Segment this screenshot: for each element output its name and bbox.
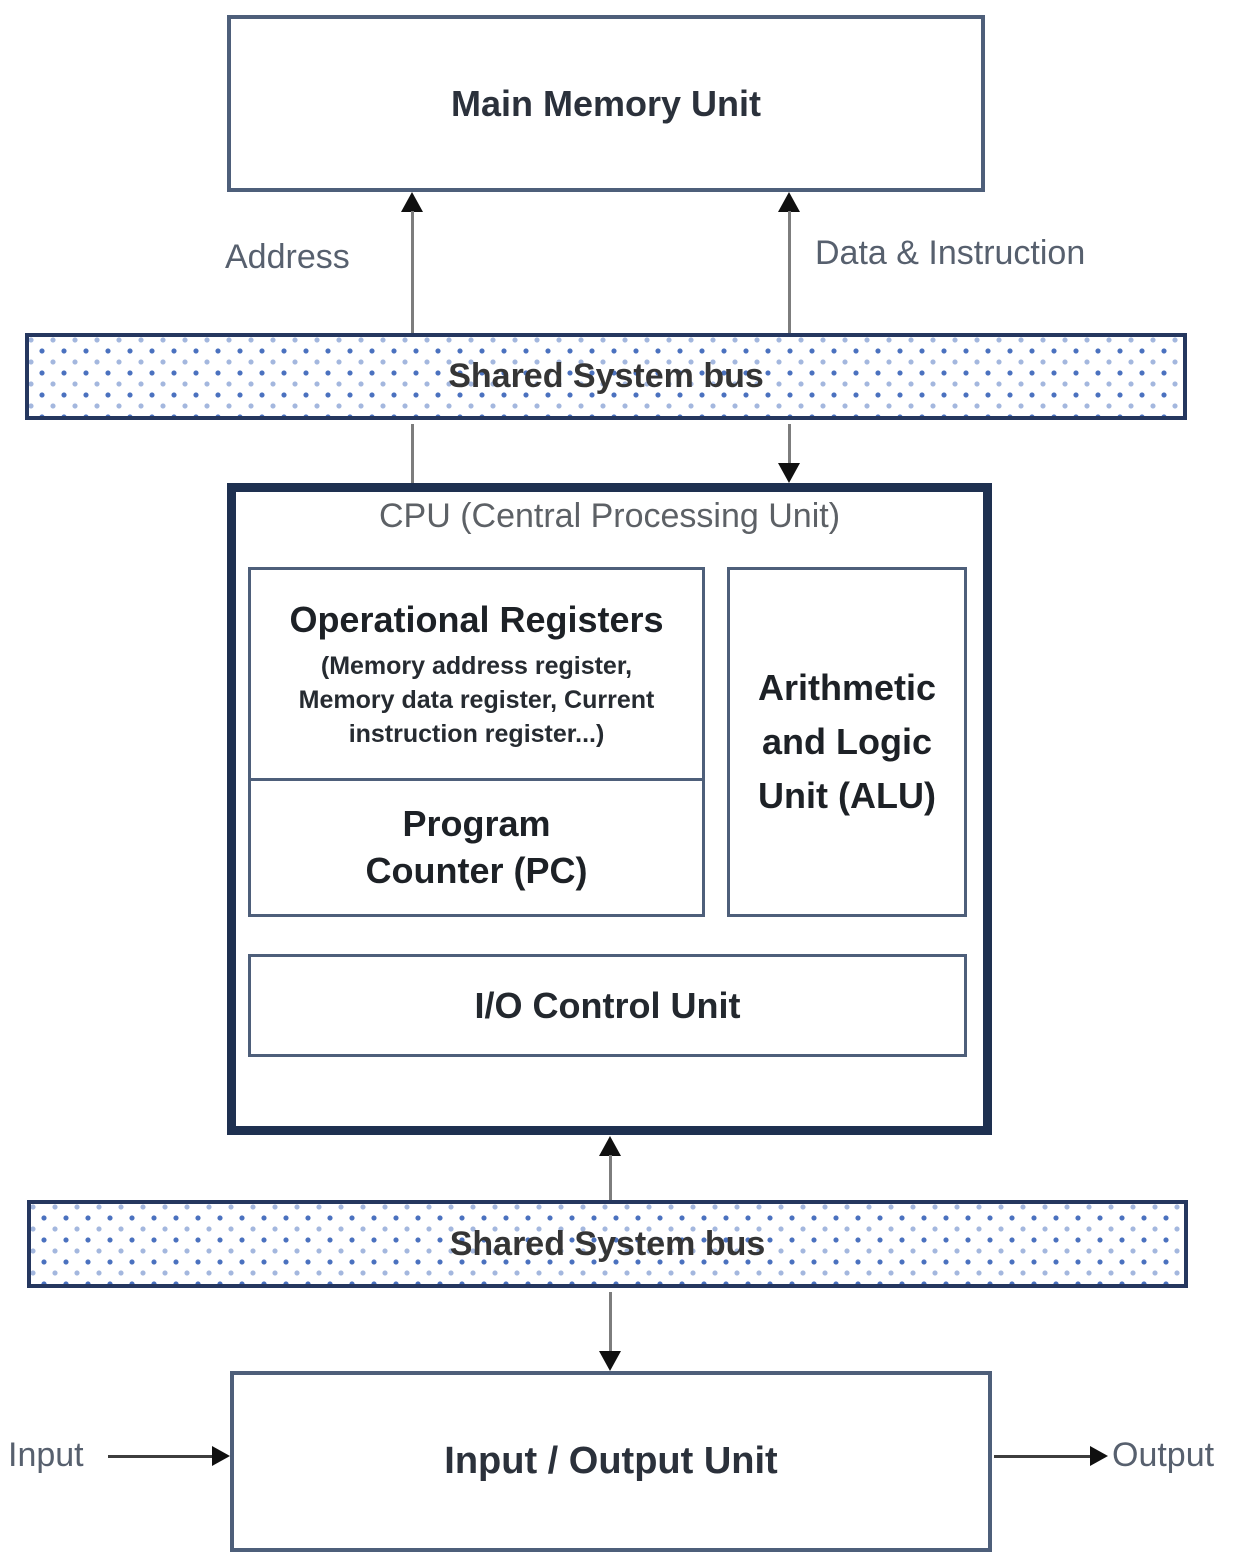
shared-system-bus-top-label: Shared System bus <box>448 357 764 395</box>
address-line-upper <box>411 211 414 333</box>
bus-io-line <box>609 1292 612 1352</box>
alu-label: Arithmetic and Logic Unit (ALU) <box>757 667 937 816</box>
output-label: Output <box>1112 1436 1215 1474</box>
io-control-unit-label: I/O Control Unit <box>474 984 741 1026</box>
io-unit-box: Input / Output Unit <box>230 1371 992 1552</box>
data-instruction-label: Data & Instruction <box>815 234 1086 272</box>
input-arrowhead-icon <box>212 1446 230 1466</box>
input-label: Input <box>8 1436 84 1474</box>
program-counter-label: Program Counter (PC) <box>365 802 588 891</box>
operational-registers-title: Operational Registers <box>289 599 664 640</box>
program-counter-box: Program Counter (PC) <box>251 778 702 914</box>
data-arrowhead-up-icon <box>778 192 800 212</box>
output-line <box>994 1455 1090 1458</box>
registers-column: Operational Registers (Memory address re… <box>248 567 705 917</box>
shared-system-bus-bottom: Shared System bus <box>27 1200 1188 1288</box>
address-label: Address <box>225 238 350 276</box>
main-memory-box: Main Memory Unit <box>227 15 985 192</box>
input-line <box>108 1455 214 1458</box>
cpu-bus-line <box>609 1155 612 1200</box>
data-line-lower <box>788 424 791 464</box>
operational-registers-box: Operational Registers (Memory address re… <box>251 570 702 778</box>
main-memory-label: Main Memory Unit <box>450 83 762 124</box>
shared-system-bus-top: Shared System bus <box>25 333 1187 420</box>
address-line-lower <box>411 424 414 483</box>
alu-box: Arithmetic and Logic Unit (ALU) <box>727 567 967 917</box>
output-arrowhead-icon <box>1090 1446 1108 1466</box>
io-control-unit-box: I/O Control Unit <box>248 954 967 1057</box>
io-unit-label: Input / Output Unit <box>444 1439 778 1482</box>
operational-registers-detail: (Memory address register, Memory data re… <box>298 652 655 748</box>
data-line-upper <box>788 211 791 333</box>
data-arrowhead-down-icon <box>778 463 800 483</box>
bus-io-arrowhead-down-icon <box>599 1351 621 1371</box>
address-arrowhead-icon <box>401 192 423 212</box>
cpu-title: CPU (Central Processing Unit) <box>378 497 841 535</box>
cpu-bus-arrowhead-up-icon <box>599 1136 621 1156</box>
shared-system-bus-bottom-label: Shared System bus <box>449 1224 766 1263</box>
